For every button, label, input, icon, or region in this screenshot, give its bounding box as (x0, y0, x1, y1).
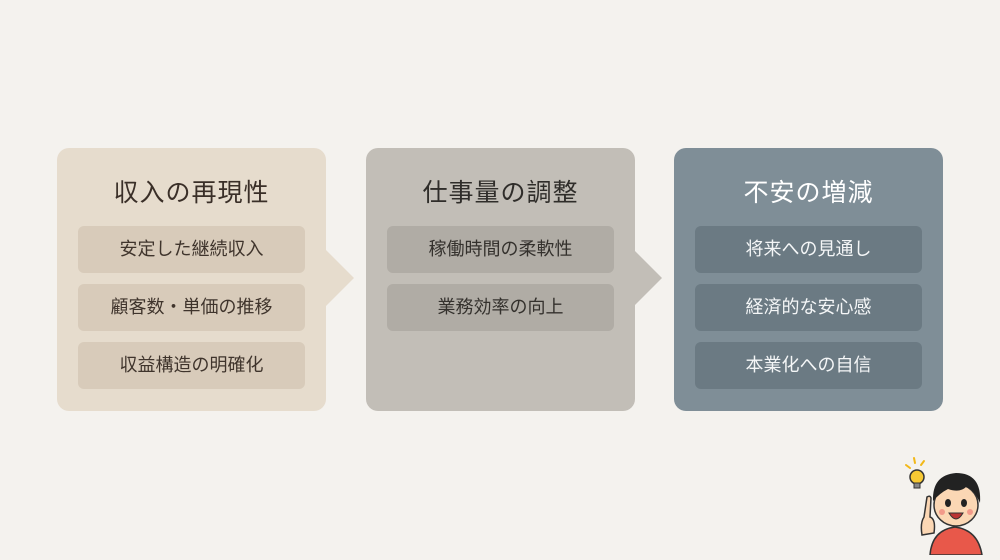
card-title: 仕事量の調整 (422, 178, 579, 207)
card-item: 顧客数・単価の推移 (78, 284, 305, 331)
card-item: 経済的な安心感 (695, 284, 922, 331)
card-workload-adjustment: 仕事量の調整 稼働時間の柔軟性 業務効率の向上 (366, 148, 635, 411)
arrow-right-icon (326, 250, 354, 306)
card-item: 収益構造の明確化 (78, 342, 305, 389)
card-item: 本業化への自信 (695, 342, 922, 389)
card-item: 将来への見通し (695, 226, 922, 273)
card-item: 安定した継続収入 (78, 226, 305, 273)
arrow-right-icon (634, 250, 662, 306)
card-anxiety-change: 不安の増減 将来への見通し 経済的な安心感 本業化への自信 (674, 148, 943, 411)
card-income-reproducibility: 収入の再現性 安定した継続収入 顧客数・単価の推移 収益構造の明確化 (57, 148, 326, 411)
card-item: 業務効率の向上 (387, 284, 614, 331)
card-title: 不安の増減 (743, 178, 874, 207)
card-title: 収入の再現性 (113, 178, 270, 207)
boy-with-lightbulb-icon (905, 457, 983, 555)
card-item: 稼働時間の柔軟性 (387, 226, 614, 273)
